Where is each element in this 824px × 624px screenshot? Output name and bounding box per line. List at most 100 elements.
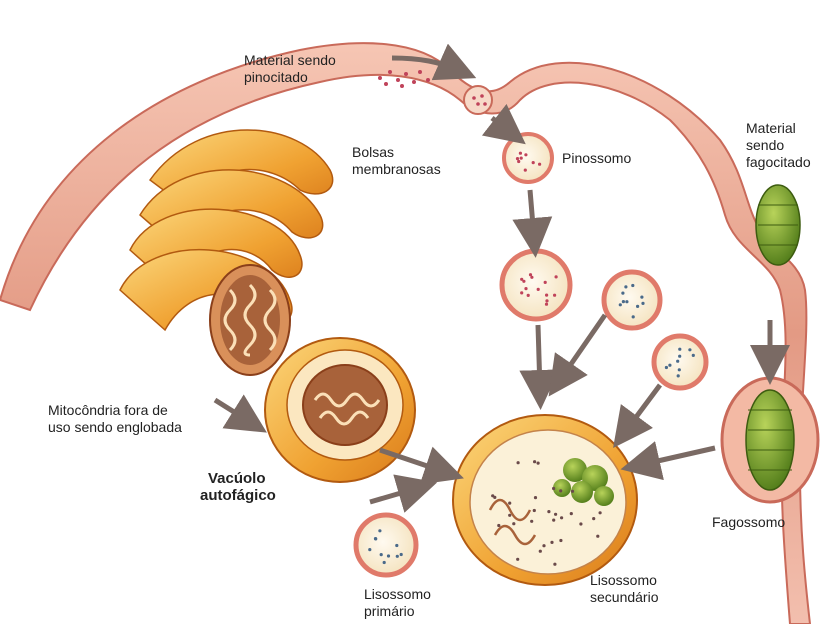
content-dot (537, 462, 540, 465)
content-dot (517, 160, 520, 163)
content-dot (622, 300, 625, 303)
content-dot (559, 539, 562, 542)
content-dot (533, 460, 536, 463)
content-dot (641, 302, 644, 305)
content-dot (631, 284, 634, 287)
content-dot (625, 300, 628, 303)
content-dot (524, 287, 527, 290)
content-dot (400, 553, 403, 556)
label-material-pinocitado: Material sendo pinocitado (244, 52, 336, 86)
content-dot (678, 348, 681, 351)
content-dot (387, 554, 390, 557)
content-dot (534, 496, 537, 499)
label-fagossomo: Fagossomo (712, 514, 785, 531)
content-dot (570, 512, 573, 515)
content-dot (554, 513, 557, 516)
content-dot (520, 157, 523, 160)
content-dot (491, 494, 494, 497)
arrow-icon (560, 315, 605, 380)
label-pinossomo: Pinossomo (562, 150, 631, 167)
content-dot (396, 555, 399, 558)
content-dot (640, 296, 643, 299)
content-dot (524, 153, 527, 156)
content-dot (678, 355, 681, 358)
phagocytosed-material (756, 185, 800, 265)
mitochondrion-engulfed (210, 265, 290, 375)
content-dot (516, 157, 519, 160)
content-dot (636, 305, 639, 308)
content-dot (560, 516, 563, 519)
pinocytic-pit (464, 86, 492, 114)
content-dot (383, 561, 386, 564)
autophagic-vacuole (265, 338, 415, 482)
vesicle (654, 336, 706, 388)
content-dot (542, 544, 545, 547)
primary-lysosome (356, 515, 416, 575)
phagosome (722, 378, 818, 502)
content-dot (530, 520, 533, 523)
content-dot (519, 152, 522, 155)
content-dot (665, 366, 668, 369)
label-bolsas-membranosas: Bolsas membranosas (352, 144, 441, 178)
content-dot (497, 524, 500, 527)
content-dot (624, 285, 627, 288)
content-dot (677, 374, 680, 377)
content-dot (545, 303, 548, 306)
content-dot (395, 544, 398, 547)
arrow-icon (530, 190, 534, 238)
label-lisossomo-secundario: Lisossomo secundário (590, 572, 659, 606)
secondary-lysosome (453, 415, 637, 585)
content-dot (547, 510, 550, 513)
content-dot (544, 281, 547, 284)
arrow-icon (215, 400, 250, 422)
content-dot (522, 280, 525, 283)
content-dot (678, 368, 681, 371)
content-dot (545, 294, 548, 297)
content-dot (532, 161, 535, 164)
content-dot (559, 489, 562, 492)
content-dot (579, 522, 582, 525)
content-dot (571, 490, 574, 493)
content-dot (599, 511, 602, 514)
content-dot (555, 275, 558, 278)
content-dot (538, 163, 541, 166)
content-dot (545, 299, 548, 302)
content-dot (368, 548, 371, 551)
content-dot (668, 364, 671, 367)
vesicle (604, 272, 660, 328)
label-mitocondria: Mitocôndria fora de uso sendo englobada (48, 402, 182, 436)
content-dot (520, 291, 523, 294)
arrow-icon (492, 118, 510, 132)
label-material-fagocitado: Material sendo fagocitado (746, 120, 811, 171)
content-dot (380, 553, 383, 556)
arrow-icon (370, 488, 418, 502)
content-dot (553, 294, 556, 297)
content-dot (378, 529, 381, 532)
pinosome-vesicle (504, 134, 552, 182)
content-dot (688, 348, 691, 351)
content-dot (692, 354, 695, 357)
content-dot (529, 273, 532, 276)
content-dot (621, 292, 624, 295)
content-dot (374, 537, 377, 540)
arrow-icon (538, 325, 540, 390)
content-dot (550, 541, 553, 544)
content-dot (512, 522, 515, 525)
content-dot (552, 487, 555, 490)
arrow-icon (625, 385, 660, 432)
content-dot (632, 315, 635, 318)
content-dot (516, 558, 519, 561)
content-dot (517, 461, 520, 464)
arrow-icon (640, 448, 715, 465)
label-lisossomo-primario: Lisossomo primário (364, 586, 431, 620)
content-dot (527, 294, 530, 297)
content-dot (537, 288, 540, 291)
content-dot (524, 169, 527, 172)
content-dot (619, 303, 622, 306)
content-dot (508, 502, 511, 505)
content-dot (596, 535, 599, 538)
content-dot (553, 563, 556, 566)
content-dot (508, 514, 511, 517)
label-vacuolo-autofagico: Vacúolo autofágico (200, 470, 276, 504)
